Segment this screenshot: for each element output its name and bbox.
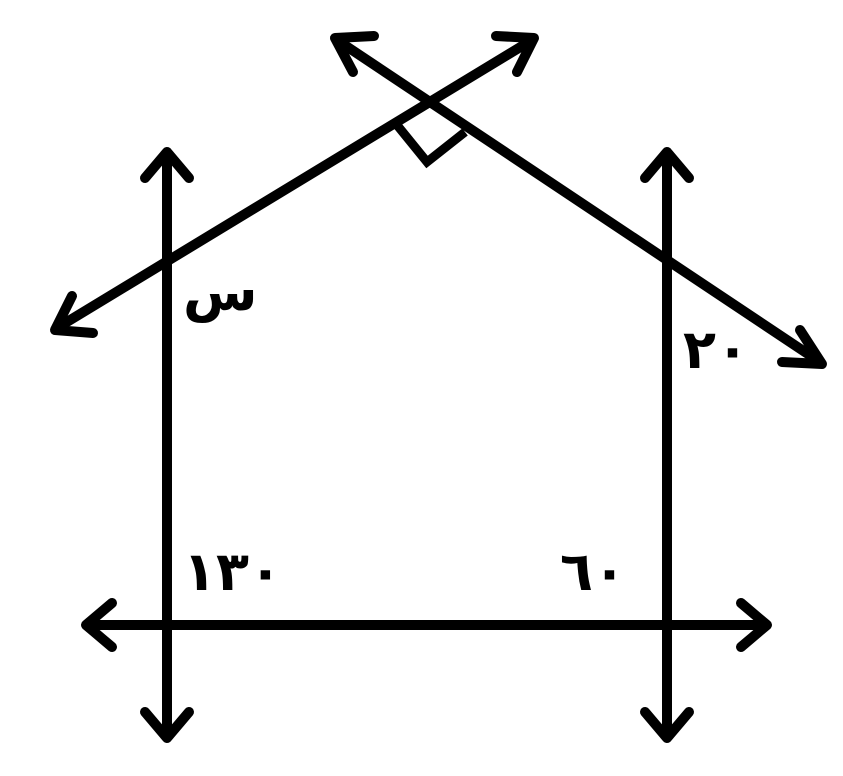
diagonal-line-rising (50, 31, 539, 338)
left-vertical-line (140, 147, 194, 743)
angle-label-bottom-right: ٦٠ (560, 540, 626, 603)
bottom-horizontal-line (81, 598, 772, 652)
angle-label-top-left: س (183, 260, 258, 323)
right-vertical-line (640, 147, 694, 743)
angle-label-bottom-left: ١٣٠ (183, 540, 282, 603)
angle-label-top-right: ٢٠ (683, 318, 749, 381)
right-angle-marker (393, 122, 468, 169)
diagonal-line-falling (330, 31, 827, 369)
